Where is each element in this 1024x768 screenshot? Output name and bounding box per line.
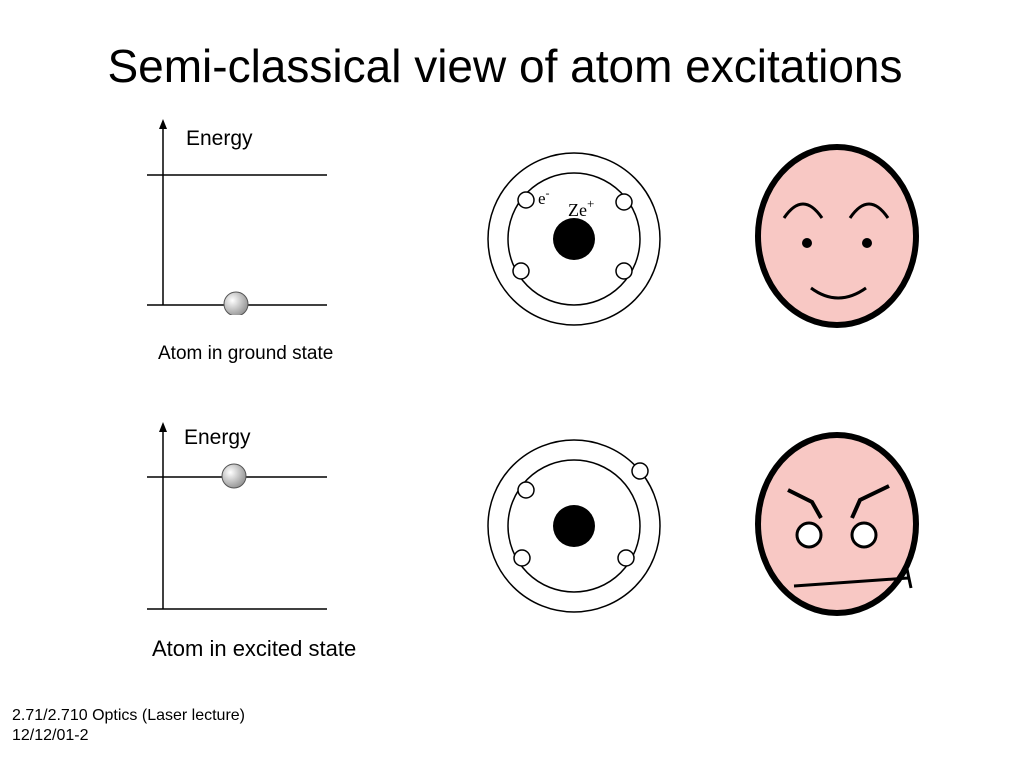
right-eyebrow <box>850 484 890 519</box>
left-eyebrow <box>787 488 823 519</box>
outer-orbit <box>487 439 661 613</box>
smile <box>810 286 867 300</box>
electron <box>615 193 633 211</box>
nucleus <box>553 218 595 260</box>
left-eyebrow <box>782 202 824 219</box>
excited-atom <box>474 438 674 628</box>
ground-energy-label: Energy <box>186 127 253 150</box>
outer-orbit <box>487 152 661 326</box>
left-eye <box>795 521 823 549</box>
nucleus-label: Ze+ <box>568 196 594 220</box>
nucleus <box>553 505 595 547</box>
happy-face <box>746 140 930 340</box>
electron <box>617 549 635 567</box>
ground-atom: e- Ze+ <box>474 148 674 338</box>
electron-label: e- <box>538 186 550 208</box>
angry-face <box>746 428 930 628</box>
face-outline <box>755 144 919 328</box>
right-eyebrow <box>848 202 890 219</box>
footer-date-code: 12/12/01-2 <box>12 727 89 744</box>
ground-state-caption: Atom in ground state <box>158 343 334 364</box>
excited-energy-label: Energy <box>184 426 251 449</box>
electron <box>513 549 531 567</box>
inner-orbit <box>507 172 641 306</box>
excited-state-caption: Atom in excited state <box>152 636 357 661</box>
frown-mouth <box>793 568 913 589</box>
energy-axis <box>159 119 167 305</box>
electron <box>517 191 535 209</box>
inner-orbit <box>507 459 641 593</box>
electron <box>631 462 649 480</box>
energy-axis <box>159 422 167 609</box>
slide-title: Semi-classical view of atom excitations <box>107 40 903 92</box>
excited-energy-diagram <box>130 418 350 618</box>
right-eye <box>862 238 872 248</box>
face-outline <box>755 432 919 616</box>
ground-energy-diagram <box>130 115 350 315</box>
left-eye <box>802 238 812 248</box>
electron-ball <box>221 463 247 489</box>
slide-footer: 2.71/2.710 Optics (Laser lecture) 12/12/… <box>12 706 245 746</box>
footer-course: 2.71/2.710 Optics (Laser lecture) <box>12 707 246 724</box>
electron <box>512 262 530 280</box>
electron <box>615 262 633 280</box>
right-eye <box>850 521 878 549</box>
electron-ball <box>223 291 249 315</box>
electron <box>517 481 535 499</box>
